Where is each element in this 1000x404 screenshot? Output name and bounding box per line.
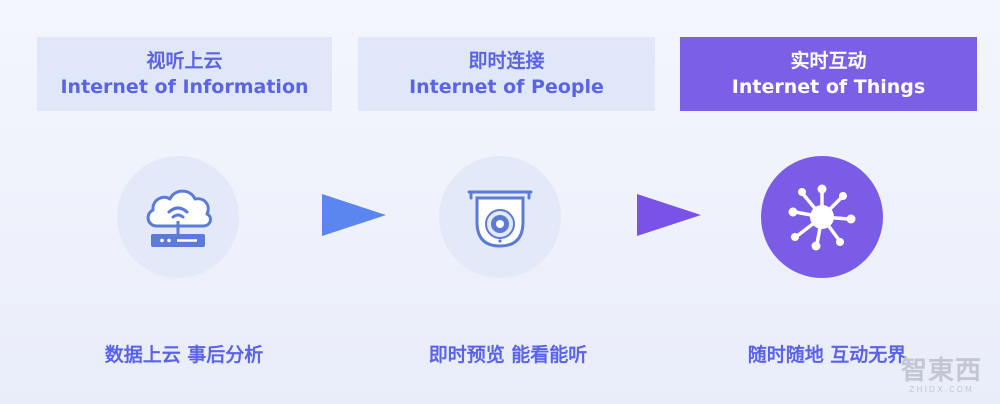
watermark-logo: 智東西 ZHIDX.COM — [901, 350, 982, 394]
stage-card-information: 视听上云 Internet of Information — [37, 37, 332, 111]
watermark-sub: ZHIDX.COM — [909, 385, 974, 394]
stage-caption-things: 随时随地 互动无界 — [747, 344, 907, 366]
stage-circle-people — [439, 156, 561, 278]
stage-title-en: Internet of People — [409, 75, 604, 98]
stage-caption-people: 即时预览 能看能听 — [428, 344, 588, 366]
stage-circle-things — [761, 156, 883, 278]
arrow-right-icon — [322, 194, 386, 236]
cloud-wifi-icon — [146, 189, 212, 247]
stage-title-en: Internet of Things — [731, 75, 926, 98]
stage-caption-information: 数据上云 事后分析 — [104, 344, 264, 366]
stage-title-zh: 视听上云 — [146, 49, 223, 72]
stage-title-zh: 实时互动 — [790, 49, 867, 72]
security-camera-icon — [467, 190, 533, 248]
stage-card-people: 即时连接 Internet of People — [358, 37, 655, 111]
watermark-main: 智東西 — [900, 356, 982, 386]
stage-title-en: Internet of Information — [60, 75, 309, 98]
stage-card-things: 实时互动 Internet of Things — [680, 37, 977, 111]
stage-title-zh: 即时连接 — [468, 49, 545, 72]
arrow-right-icon — [637, 194, 701, 236]
network-burst-icon — [788, 184, 856, 251]
stage-circle-information — [117, 156, 239, 278]
